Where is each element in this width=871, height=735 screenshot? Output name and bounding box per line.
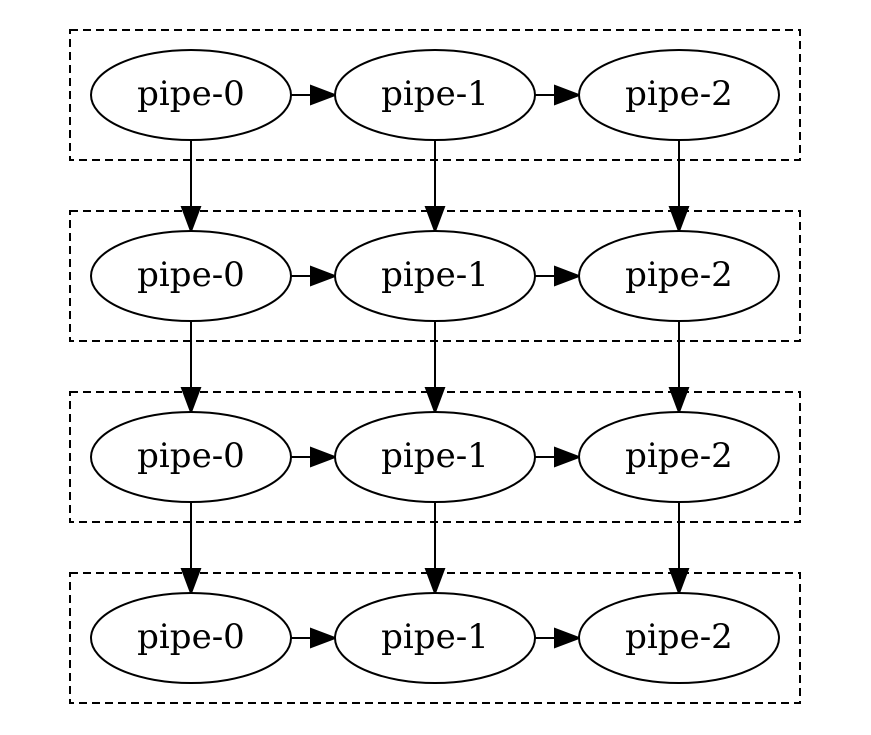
node-label: pipe-2 xyxy=(625,617,733,657)
arrowhead-icon xyxy=(554,265,582,287)
arrowhead-icon xyxy=(554,84,582,106)
node-label: pipe-0 xyxy=(137,617,245,657)
arrowhead-icon xyxy=(310,265,338,287)
node-s0-n1[interactable]: pipe-1 xyxy=(334,49,536,141)
node-s1-n2[interactable]: pipe-2 xyxy=(578,230,780,322)
arrowhead-icon xyxy=(424,387,446,415)
node-s2-n0[interactable]: pipe-0 xyxy=(90,411,292,503)
node-label: pipe-1 xyxy=(381,617,489,657)
node-ellipse xyxy=(578,592,780,684)
arrowhead-icon xyxy=(668,206,690,234)
node-ellipse xyxy=(90,592,292,684)
nodes-layer: pipe-0 pipe-1 pipe-2 pipe-0 pipe-1 pipe-2 pipe… xyxy=(90,49,780,684)
edge-s0-n1-to-s1-n1 xyxy=(424,140,446,234)
edge-s2-n0-to-s3-n0 xyxy=(180,502,202,596)
node-label: pipe-2 xyxy=(625,74,733,114)
node-s3-n0[interactable]: pipe-0 xyxy=(90,592,292,684)
node-label: pipe-0 xyxy=(137,255,245,295)
edge-s1-n1-to-s1-n2 xyxy=(535,265,582,287)
node-label: pipe-2 xyxy=(625,436,733,476)
arrowhead-icon xyxy=(424,206,446,234)
node-ellipse xyxy=(334,411,536,503)
node-ellipse xyxy=(90,230,292,322)
node-s0-n0[interactable]: pipe-0 xyxy=(90,49,292,141)
edge-s2-n2-to-s3-n2 xyxy=(668,502,690,596)
edge-s1-n0-to-s2-n0 xyxy=(180,321,202,415)
arrowhead-icon xyxy=(310,446,338,468)
arrowhead-icon xyxy=(180,387,202,415)
edge-s0-n0-to-s0-n1 xyxy=(291,84,338,106)
arrowhead-icon xyxy=(668,568,690,596)
node-label: pipe-1 xyxy=(381,74,489,114)
node-label: pipe-0 xyxy=(137,74,245,114)
node-s3-n1[interactable]: pipe-1 xyxy=(334,592,536,684)
edge-s0-n2-to-s1-n2 xyxy=(668,140,690,234)
arrowhead-icon xyxy=(180,568,202,596)
node-s3-n2[interactable]: pipe-2 xyxy=(578,592,780,684)
arrowhead-icon xyxy=(310,84,338,106)
arrowhead-icon xyxy=(424,568,446,596)
edge-s1-n0-to-s1-n1 xyxy=(291,265,338,287)
edge-s3-n0-to-s3-n1 xyxy=(291,627,338,649)
edge-s1-n2-to-s2-n2 xyxy=(668,321,690,415)
node-ellipse xyxy=(334,230,536,322)
node-ellipse xyxy=(334,49,536,141)
node-label: pipe-1 xyxy=(381,436,489,476)
node-s2-n2[interactable]: pipe-2 xyxy=(578,411,780,503)
arrowhead-icon xyxy=(668,387,690,415)
node-s1-n0[interactable]: pipe-0 xyxy=(90,230,292,322)
node-label: pipe-1 xyxy=(381,255,489,295)
edge-s0-n1-to-s0-n2 xyxy=(535,84,582,106)
edge-s1-n1-to-s2-n1 xyxy=(424,321,446,415)
node-ellipse xyxy=(334,592,536,684)
node-ellipse xyxy=(90,411,292,503)
node-label: pipe-0 xyxy=(137,436,245,476)
node-s2-n1[interactable]: pipe-1 xyxy=(334,411,536,503)
edges-layer xyxy=(180,84,690,649)
node-ellipse xyxy=(578,230,780,322)
edge-s3-n1-to-s3-n2 xyxy=(535,627,582,649)
node-s0-n2[interactable]: pipe-2 xyxy=(578,49,780,141)
node-ellipse xyxy=(578,49,780,141)
arrowhead-icon xyxy=(554,446,582,468)
node-label: pipe-2 xyxy=(625,255,733,295)
node-ellipse xyxy=(90,49,292,141)
arrowhead-icon xyxy=(554,627,582,649)
edge-s2-n1-to-s2-n2 xyxy=(535,446,582,468)
edge-s2-n1-to-s3-n1 xyxy=(424,502,446,596)
arrowhead-icon xyxy=(180,206,202,234)
edge-s2-n0-to-s2-n1 xyxy=(291,446,338,468)
edge-s0-n0-to-s1-n0 xyxy=(180,140,202,234)
arrowhead-icon xyxy=(310,627,338,649)
node-s1-n1[interactable]: pipe-1 xyxy=(334,230,536,322)
node-ellipse xyxy=(578,411,780,503)
